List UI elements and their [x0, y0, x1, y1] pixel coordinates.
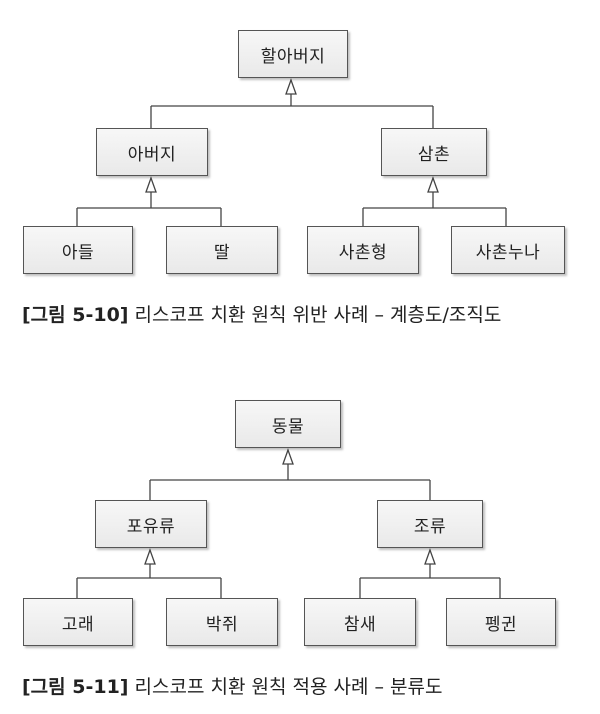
- node-bat: 박쥐: [166, 598, 278, 646]
- caption-text: 리스코프 치환 원칙 적용 사례 – 분류도: [128, 676, 443, 698]
- caption-text: 리스코프 치환 원칙 위반 사례 – 계층도/조직도: [128, 304, 502, 326]
- inheritance-arrow-icon: [424, 548, 436, 565]
- inheritance-arrow-icon: [144, 548, 156, 565]
- figure-number: [그림 5-10]: [22, 304, 129, 326]
- node-bird: 조류: [377, 500, 483, 548]
- node-father: 아버지: [96, 128, 208, 176]
- node-son: 아들: [23, 226, 133, 274]
- node-animal: 동물: [235, 400, 341, 448]
- node-penguin: 펭귄: [446, 598, 556, 646]
- node-cousin-sister: 사촌누나: [451, 226, 565, 274]
- node-daughter: 딸: [166, 226, 278, 274]
- node-cousin-brother: 사촌형: [307, 226, 419, 274]
- hierarchy-diagram-1: 할아버지 아버지 삼촌 아들 딸 사촌형 사촌누나 [그림 5-10] 리스코프…: [0, 0, 600, 340]
- inheritance-arrow-icon: [427, 176, 439, 193]
- node-mammal: 포유류: [95, 500, 207, 548]
- node-sparrow: 참새: [304, 598, 416, 646]
- node-whale: 고래: [23, 598, 133, 646]
- inheritance-arrow-icon: [145, 176, 157, 193]
- inheritance-arrow-icon: [285, 78, 297, 95]
- connector-lines: [76, 78, 507, 226]
- figure-caption: [그림 5-10] 리스코프 치환 원칙 위반 사례 – 계층도/조직도: [22, 300, 501, 327]
- node-uncle: 삼촌: [381, 128, 487, 176]
- figure-number: [그림 5-11]: [22, 676, 129, 698]
- figure-caption: [그림 5-11] 리스코프 치환 원칙 적용 사례 – 분류도: [22, 672, 442, 699]
- node-grandfather: 할아버지: [238, 30, 348, 78]
- inheritance-arrow-icon: [282, 448, 294, 465]
